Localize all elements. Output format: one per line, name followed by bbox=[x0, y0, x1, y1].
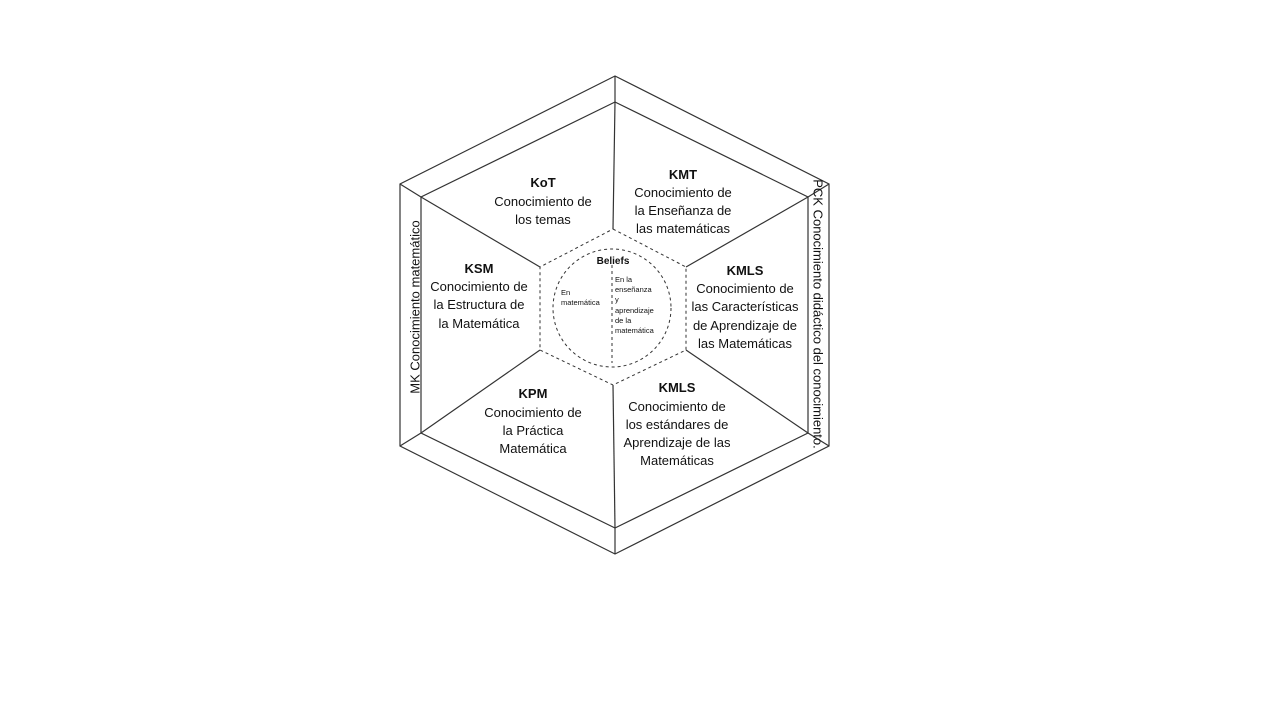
beliefs-left-line: matemática bbox=[561, 298, 601, 307]
beliefs-right-line: enseñanza bbox=[615, 285, 653, 294]
divider-line bbox=[420, 349, 541, 434]
segment-code: KMLS bbox=[727, 263, 764, 278]
segment-code: KMT bbox=[669, 167, 697, 182]
segment-text-line: la Estructura de bbox=[433, 297, 524, 312]
segment-kpm: KPM Conocimiento de la Práctica Matemáti… bbox=[484, 386, 582, 456]
segment-text-line: Matemática bbox=[499, 441, 567, 456]
segment-text-line: los estándares de bbox=[626, 417, 729, 432]
beliefs-circle bbox=[552, 248, 672, 368]
segment-text-line: las Matemáticas bbox=[698, 336, 792, 351]
beliefs-right-line: de la bbox=[615, 316, 632, 325]
frame-connector bbox=[399, 432, 422, 447]
segment-text-line: Conocimiento de bbox=[628, 399, 726, 414]
side-label-left: MK Conocimiento matemático bbox=[407, 220, 422, 393]
segment-text-line: Conocimiento de bbox=[634, 185, 732, 200]
beliefs-right-line: matemática bbox=[615, 326, 655, 335]
divider-line bbox=[420, 196, 541, 268]
segment-text-line: la Práctica bbox=[503, 423, 564, 438]
frame-connector bbox=[807, 183, 830, 198]
segment-text-line: Aprendizaje de las bbox=[624, 435, 731, 450]
divider-line bbox=[612, 384, 616, 529]
frame-connector bbox=[807, 432, 830, 447]
beliefs-title: Beliefs bbox=[597, 256, 630, 267]
segment-kmt: KMT Conocimiento de la Enseñanza de las … bbox=[634, 167, 732, 236]
segment-text-line: Matemáticas bbox=[640, 453, 714, 468]
segment-code: KPM bbox=[519, 386, 548, 401]
beliefs-center: Beliefs En matemática En la enseñanza y … bbox=[561, 256, 655, 335]
segment-text-line: de Aprendizaje de bbox=[693, 318, 797, 333]
divider-line bbox=[685, 196, 809, 268]
segment-kmls-characteristics: KMLS Conocimiento de las Características… bbox=[692, 263, 799, 351]
segment-text-line: la Enseñanza de bbox=[635, 203, 732, 218]
segment-code: KSM bbox=[465, 261, 494, 276]
segment-text-line: Conocimiento de bbox=[430, 279, 528, 294]
frame-connector bbox=[399, 183, 422, 198]
segment-text-line: la Matemática bbox=[439, 316, 521, 331]
segment-kot: KoT Conocimiento de los temas bbox=[494, 175, 592, 227]
segment-text-line: Conocimiento de bbox=[484, 405, 582, 420]
segment-kmls-standards: KMLS Conocimiento de los estándares de A… bbox=[624, 380, 731, 468]
side-label-right: PCK Conocimiento didáctico del conocimie… bbox=[811, 179, 826, 449]
beliefs-right-line: y bbox=[615, 295, 619, 304]
beliefs-left-line: En bbox=[561, 288, 570, 297]
segment-text-line: las Características bbox=[692, 299, 799, 314]
segment-text-line: Conocimiento de bbox=[494, 194, 592, 209]
beliefs-right-line: En la bbox=[615, 275, 633, 284]
center-hexagon bbox=[539, 228, 687, 386]
beliefs-right-line: aprendizaje bbox=[615, 306, 654, 315]
segment-ksm: KSM Conocimiento de la Estructura de la … bbox=[430, 261, 528, 331]
segment-code: KMLS bbox=[659, 380, 696, 395]
segment-text-line: Conocimiento de bbox=[696, 281, 794, 296]
divider-line bbox=[685, 349, 809, 434]
segment-code: KoT bbox=[530, 175, 555, 190]
segment-text-line: los temas bbox=[515, 212, 571, 227]
segment-text-line: las matemáticas bbox=[636, 221, 730, 236]
divider-line bbox=[612, 101, 616, 230]
